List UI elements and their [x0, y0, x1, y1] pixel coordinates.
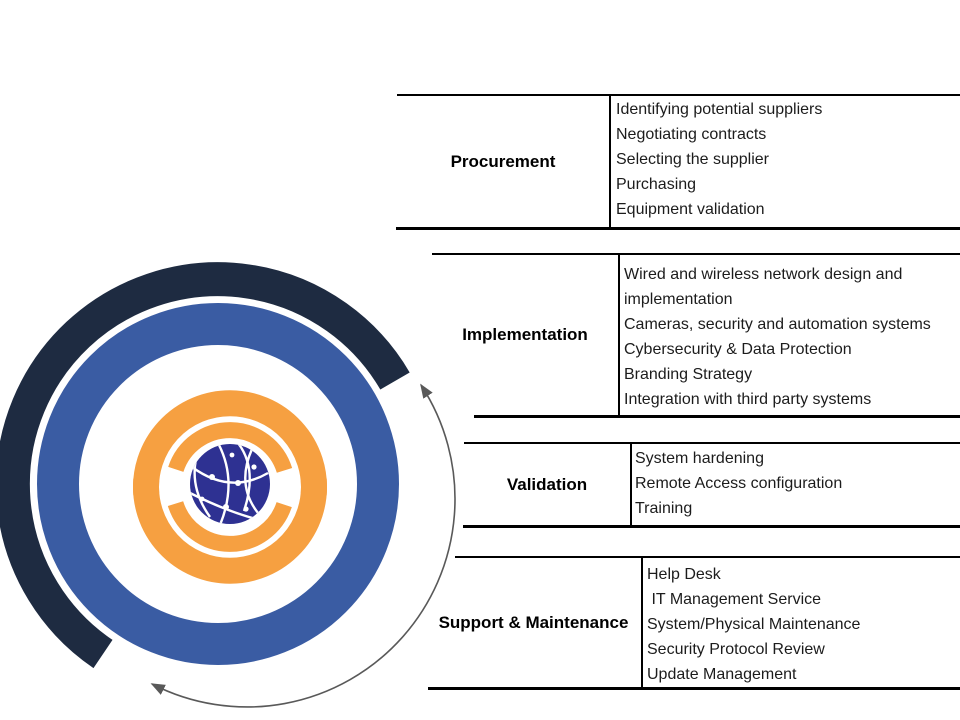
swirl-outer-bottom-arc [133, 478, 327, 584]
section-bottom-rule [396, 227, 960, 230]
section-top-rule [397, 94, 960, 96]
list-item: IT Management Service [647, 591, 822, 608]
list-item: Help Desk [647, 566, 721, 583]
swirl-inner-top-arc [168, 422, 293, 474]
swirl-outer-top-arc [133, 390, 327, 496]
section-header: Procurement [450, 151, 556, 171]
list-item: Cameras, security and automation systems [624, 316, 931, 333]
section-header: Implementation [462, 325, 588, 345]
list-item: Selecting the supplier [616, 151, 769, 168]
network-globe-icon [190, 444, 270, 524]
list-item: Negotiating contracts [616, 126, 767, 143]
list-item: Identifying potential suppliers [616, 101, 823, 118]
list-item: Purchasing [616, 176, 697, 193]
list-item: Wired and wireless network design and im… [624, 266, 907, 308]
section-top-rule [464, 442, 960, 444]
orange-swirl-logo [133, 390, 327, 584]
section-divider-rule [618, 253, 620, 418]
globe-network-nodes [199, 452, 257, 512]
list-item: Update Management [647, 666, 797, 683]
list-item: System hardening [635, 450, 764, 467]
section-divider-rule [609, 94, 611, 230]
list-item: Remote Access configuration [635, 475, 843, 492]
list-item: Security Protocol Review [647, 641, 825, 658]
section-bottom-rule [463, 525, 960, 528]
cycle-arrow-icon [150, 383, 456, 708]
section-divider-rule [630, 442, 632, 528]
list-item: System/Physical Maintenance [647, 616, 861, 633]
dark-outer-arc [0, 262, 410, 669]
section-header: Support & Maintenance [438, 612, 629, 632]
list-item: Equipment validation [616, 201, 765, 218]
section-header: Validation [506, 474, 588, 494]
section-divider-rule [641, 556, 643, 690]
section-bottom-rule [474, 415, 960, 418]
section-top-rule [432, 253, 960, 255]
swirl-inner-bottom-arc [167, 500, 292, 552]
list-item: Training [635, 500, 693, 517]
list-item: Integration with third party systems [624, 391, 872, 408]
list-item: Branding Strategy [624, 366, 753, 383]
section-top-rule [455, 556, 960, 558]
list-item: Cybersecurity & Data Protection [624, 341, 852, 358]
section-item-list: Wired and wireless network design and im… [624, 262, 958, 412]
section-bottom-rule [428, 687, 960, 690]
